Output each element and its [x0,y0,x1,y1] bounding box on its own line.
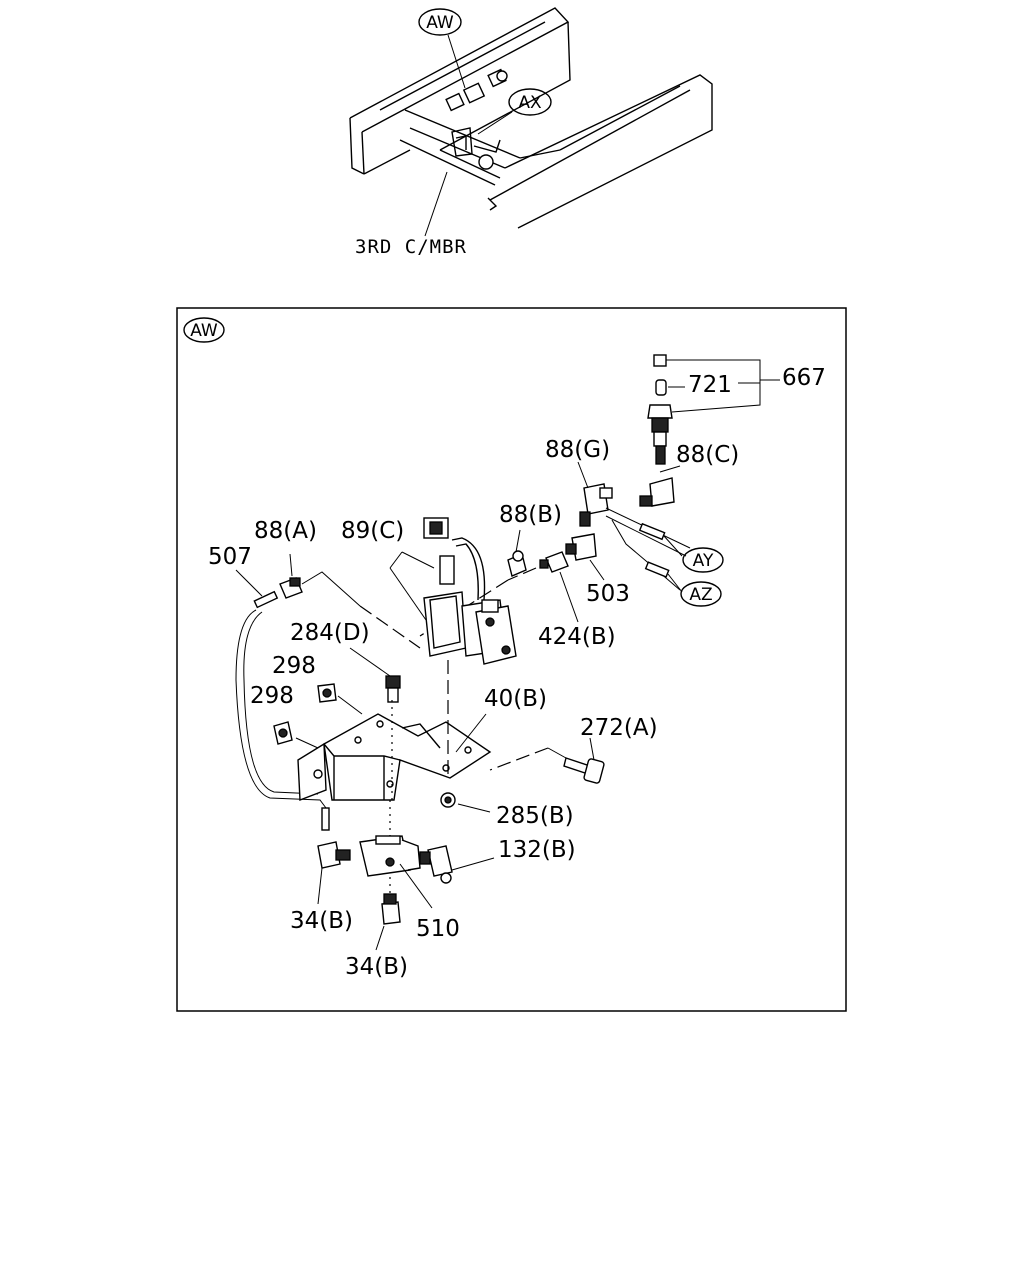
label-667: 667 [782,365,826,391]
bracket-40b: 40(B) [297,686,547,802]
label-507: 507 [208,544,252,570]
pipe-507: 507 [208,544,330,831]
pipes-ay-az [605,507,691,593]
label-298-upper: 298 [272,653,316,679]
bolt-272a: 272(A) [489,715,658,784]
dash-424b [507,567,537,581]
label-40b: 40(B) [484,686,547,712]
label-298-lower: 298 [250,683,294,709]
frame-overview: AW AX 3RD C/MBR [349,7,713,258]
label-132b: 132(B) [498,837,576,863]
detail-callout-aw-label: AW [190,321,218,341]
nut-285b: 285(B) [440,792,574,829]
fitting-34b-bottom: 34(B) [345,893,408,980]
frame-label: 3RD C/MBR [355,236,467,258]
right-rail [487,74,713,229]
callout-ax-overview: AX [477,88,552,135]
fitting-667-assembly: 721 667 [647,354,826,465]
detail-view-border [176,307,847,1012]
valve-510: 510 [359,835,460,942]
fitting-424b: 424(B) [538,551,616,650]
fitting-88b: 88(B) [499,502,562,577]
connector-ay: AY [682,547,724,573]
label-510: 510 [416,916,460,942]
fitting-34b-left: 34(B) [290,841,353,934]
callout-aw-label: AW [426,13,454,33]
callout-ax-label: AX [518,93,542,113]
detail-view-callout: AW [183,317,225,343]
fitting-503: 503 [565,533,630,607]
detail-view: AW 721 667 88(C) [176,307,847,1012]
callout-aw-overview: AW [418,8,466,89]
fitting-88a: 88(A) [254,518,421,649]
label-88a: 88(A) [254,518,317,544]
fitting-88c: 88(C) [639,442,739,507]
washer-298-upper: 298 [272,653,363,715]
label-503: 503 [586,581,630,607]
label-284d: 284(D) [290,620,370,646]
label-285b: 285(B) [496,803,574,829]
valve-assembly [445,68,508,170]
connector-az-label: AZ [689,585,712,605]
label-89c: 89(C) [341,518,404,544]
solenoid-valve: 89(C) [341,517,517,665]
label-272a: 272(A) [580,715,658,741]
label-88g: 88(G) [545,437,610,463]
frame-label-leader [424,171,448,237]
label-88c: 88(C) [676,442,739,468]
label-34b-left: 34(B) [290,908,353,934]
label-34b-bottom: 34(B) [345,954,408,980]
washer-298-lower: 298 [250,683,319,749]
fitting-132b: 132(B) [419,837,576,884]
label-88b: 88(B) [499,502,562,528]
label-721: 721 [688,372,732,398]
label-424b: 424(B) [538,624,616,650]
connector-ay-label: AY [693,551,714,571]
bolt-284d: 284(D) [290,620,401,703]
connector-az: AZ [680,581,722,607]
fitting-88g: 88(G) [545,437,613,527]
side-rail [349,7,571,175]
